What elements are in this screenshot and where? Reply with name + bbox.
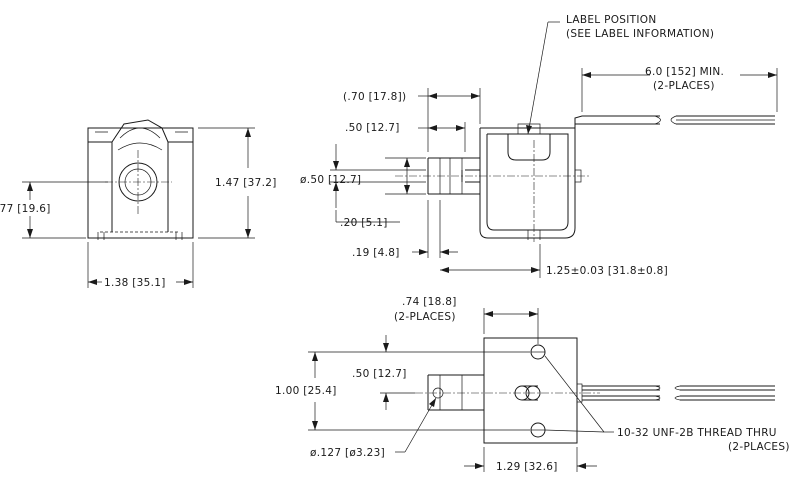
dia-0-127: ø.127 [ø3.23] (310, 447, 385, 459)
dim-0-77: .77 [19.6] (0, 203, 51, 215)
dim-1-38: 1.38 [35.1] (104, 277, 166, 289)
dim-0-20: .20 [5.1] (340, 217, 388, 229)
dia-0-50: ø.50 [12.7] (300, 174, 361, 186)
thread-spec: 10-32 UNF-2B THREAD THRU (617, 427, 777, 439)
dim-1-00: 1.00 [25.4] (275, 385, 337, 397)
dim-0-74-places: (2-PLACES) (394, 311, 456, 323)
top-view: .74 [18.8] (2-PLACES) 1.00 [25.4] .50 [1… (275, 296, 790, 473)
lead-length-text: 6.0 [152] MIN. (645, 66, 724, 78)
label-info-text: (SEE LABEL INFORMATION) (566, 28, 714, 40)
thread-places: (2-PLACES) (728, 441, 790, 453)
label-position-text: LABEL POSITION (566, 14, 657, 26)
dim-0-50-bottom: .50 [12.7] (352, 368, 407, 380)
dim-0-70: (.70 [17.8]) (343, 91, 406, 103)
dim-0-19: .19 [4.8] (352, 247, 400, 259)
dim-0-50-top: .50 [12.7] (345, 122, 400, 134)
lead-places-text: (2-PLACES) (653, 80, 715, 92)
dim-1-29: 1.29 [32.6] (496, 461, 558, 473)
dim-1-47: 1.47 [37.2] (215, 177, 277, 189)
dim-0-74: .74 [18.8] (402, 296, 457, 308)
side-view: LABEL POSITION (SEE LABEL INFORMATION) 6… (300, 14, 778, 278)
front-view: 1.47 [37.2] .77 [19.6] 1.38 [35.1] (0, 119, 277, 289)
dim-1-25: 1.25±0.03 [31.8±0.8] (546, 265, 668, 277)
